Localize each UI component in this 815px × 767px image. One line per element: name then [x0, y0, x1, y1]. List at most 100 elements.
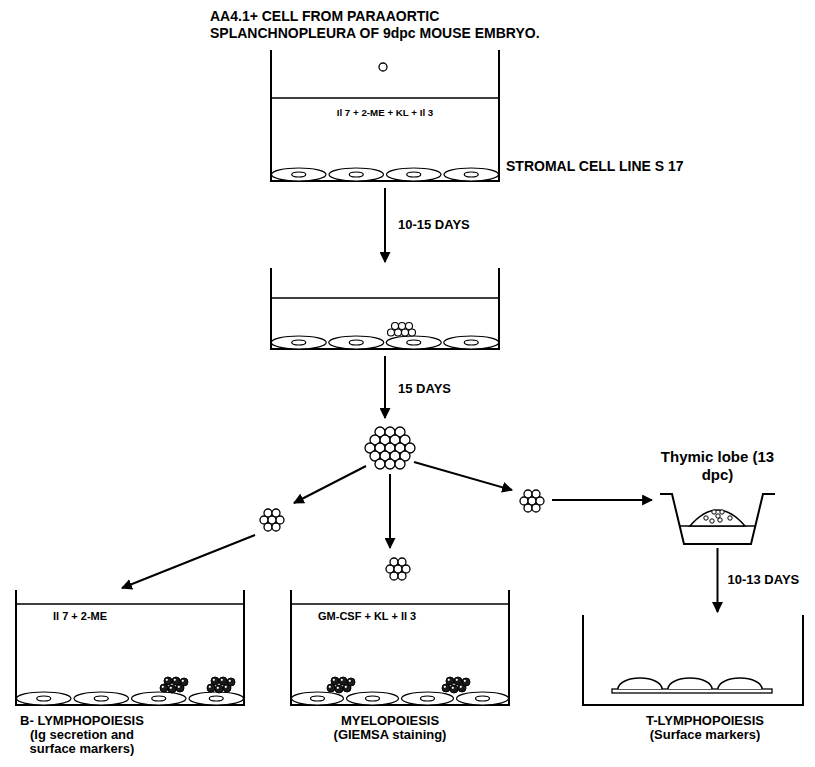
- cell-cluster: [520, 490, 544, 512]
- stromal-cell: [17, 692, 72, 705]
- culture-dish: T-LYMPHOPOIESIS (Surface markers): [582, 615, 804, 706]
- dark-cell: [446, 677, 454, 685]
- stromal-cell: [74, 692, 129, 705]
- colony: [442, 677, 470, 693]
- stromal-cell: [402, 692, 454, 705]
- highlight: [345, 686, 347, 688]
- stromal-cells: [17, 692, 244, 705]
- highlight: [174, 679, 176, 681]
- highlight: [448, 679, 450, 681]
- shape-outline: [582, 615, 804, 706]
- lobe: [690, 510, 745, 526]
- highlight: [213, 679, 215, 681]
- arrow: [384, 356, 386, 418]
- highlight: [329, 686, 331, 688]
- thymic-lobe-culture: [718, 678, 762, 689]
- node-heading: Thymic lobe (13 dpc): [650, 448, 785, 484]
- highlight: [444, 686, 446, 688]
- node-heading: T-LYMPHOPOIESIS (Surface markers): [640, 714, 770, 742]
- stromal-cell: [292, 692, 344, 705]
- dark-cell: [454, 677, 462, 685]
- highlight: [229, 680, 231, 682]
- medium-line: [271, 97, 499, 99]
- highlight: [170, 687, 172, 689]
- shape-outline: [290, 590, 510, 706]
- stromal-cell: [132, 692, 187, 705]
- colony: [327, 677, 355, 693]
- node-heading: STROMAL CELL LINE S 17: [506, 158, 684, 174]
- culture-well: Il 7 + 2-MEB- LYMPHOPOIESIS (Ig secretio…: [15, 590, 245, 706]
- thymic-lobe: Thymic lobe (13 dpc): [660, 490, 775, 545]
- dark-cell: [211, 677, 219, 685]
- shape-outline: [660, 490, 775, 545]
- stromal-cells: [292, 692, 509, 705]
- nucleus: [152, 696, 166, 701]
- highlight: [464, 680, 466, 682]
- highlight: [166, 679, 168, 681]
- nucleus: [311, 696, 325, 701]
- thymocyte: [716, 514, 720, 518]
- highlight: [456, 679, 458, 681]
- highlight: [225, 686, 227, 688]
- connector-arrow: [717, 548, 719, 612]
- stromal-cell: [329, 168, 384, 181]
- medium-label: GM-CSF + KL + Il 3: [318, 610, 416, 623]
- medium-line: [16, 603, 244, 605]
- highlight: [162, 686, 164, 688]
- stromal-cell: [387, 168, 442, 181]
- arrow: [389, 474, 391, 548]
- colony: [160, 677, 188, 693]
- cell-cluster: [260, 509, 284, 531]
- arrows: [122, 188, 652, 588]
- culture-well: Il 7 + 2-ME + KL + Il 3STROMAL CELL LINE…: [270, 50, 500, 182]
- highlight: [349, 680, 351, 682]
- thymocyte: [728, 516, 732, 520]
- well-outline: [291, 590, 509, 705]
- highlight: [221, 679, 223, 681]
- dark-cell: [168, 685, 176, 693]
- dark-cell: [335, 685, 343, 693]
- cell-colony: [388, 323, 416, 337]
- cell-cluster: [386, 558, 410, 580]
- cell-clusters: [260, 427, 544, 580]
- medium-label: Il 7 + 2-ME: [53, 610, 107, 623]
- dark-cell: [180, 678, 188, 686]
- nucleus: [476, 696, 490, 701]
- dark-cell: [219, 677, 227, 685]
- single-cell: [379, 63, 387, 71]
- highlight: [178, 686, 180, 688]
- highlight: [452, 687, 454, 689]
- highlight: [337, 687, 339, 689]
- dark-cell: [462, 678, 470, 686]
- nucleus: [94, 696, 108, 701]
- arrow: [552, 499, 652, 501]
- culture-well: [271, 268, 499, 349]
- duration-label: 10-13 DAYS: [728, 572, 800, 587]
- nucleus: [292, 172, 306, 177]
- dark-cell: [450, 685, 458, 693]
- stromal-cell: [272, 168, 327, 181]
- thymic-lobe-culture: [668, 678, 712, 689]
- medium-label: Il 7 + 2-ME + KL + Il 3: [270, 106, 500, 119]
- well-outline: [16, 590, 244, 705]
- highlight: [209, 686, 211, 688]
- node-heading: B- LYMPHOPOIESIS (Ig secretion and surfa…: [12, 714, 152, 756]
- highlight: [182, 680, 184, 682]
- nucleus: [349, 172, 363, 177]
- stromal-cell: [347, 692, 399, 705]
- node-heading: MYELOPOIESIS (GIEMSA staining): [325, 714, 455, 742]
- cell-cluster: [365, 427, 415, 469]
- stromal-cell: [444, 168, 499, 181]
- dark-cell: [172, 677, 180, 685]
- shape-outline: [15, 590, 245, 706]
- culture-well: GM-CSF + KL + Il 3MYELOPOIESIS (GIEMSA s…: [290, 590, 510, 706]
- arrow: [414, 462, 512, 490]
- duration-label: 10-15 DAYS: [398, 217, 470, 232]
- nucleus: [464, 172, 478, 177]
- thymocyte: [710, 519, 714, 523]
- arrow: [294, 466, 366, 503]
- thymic-lobe-culture: [618, 678, 662, 689]
- medium-line: [271, 297, 499, 299]
- thymocyte: [704, 516, 708, 520]
- well-outline: [271, 50, 499, 181]
